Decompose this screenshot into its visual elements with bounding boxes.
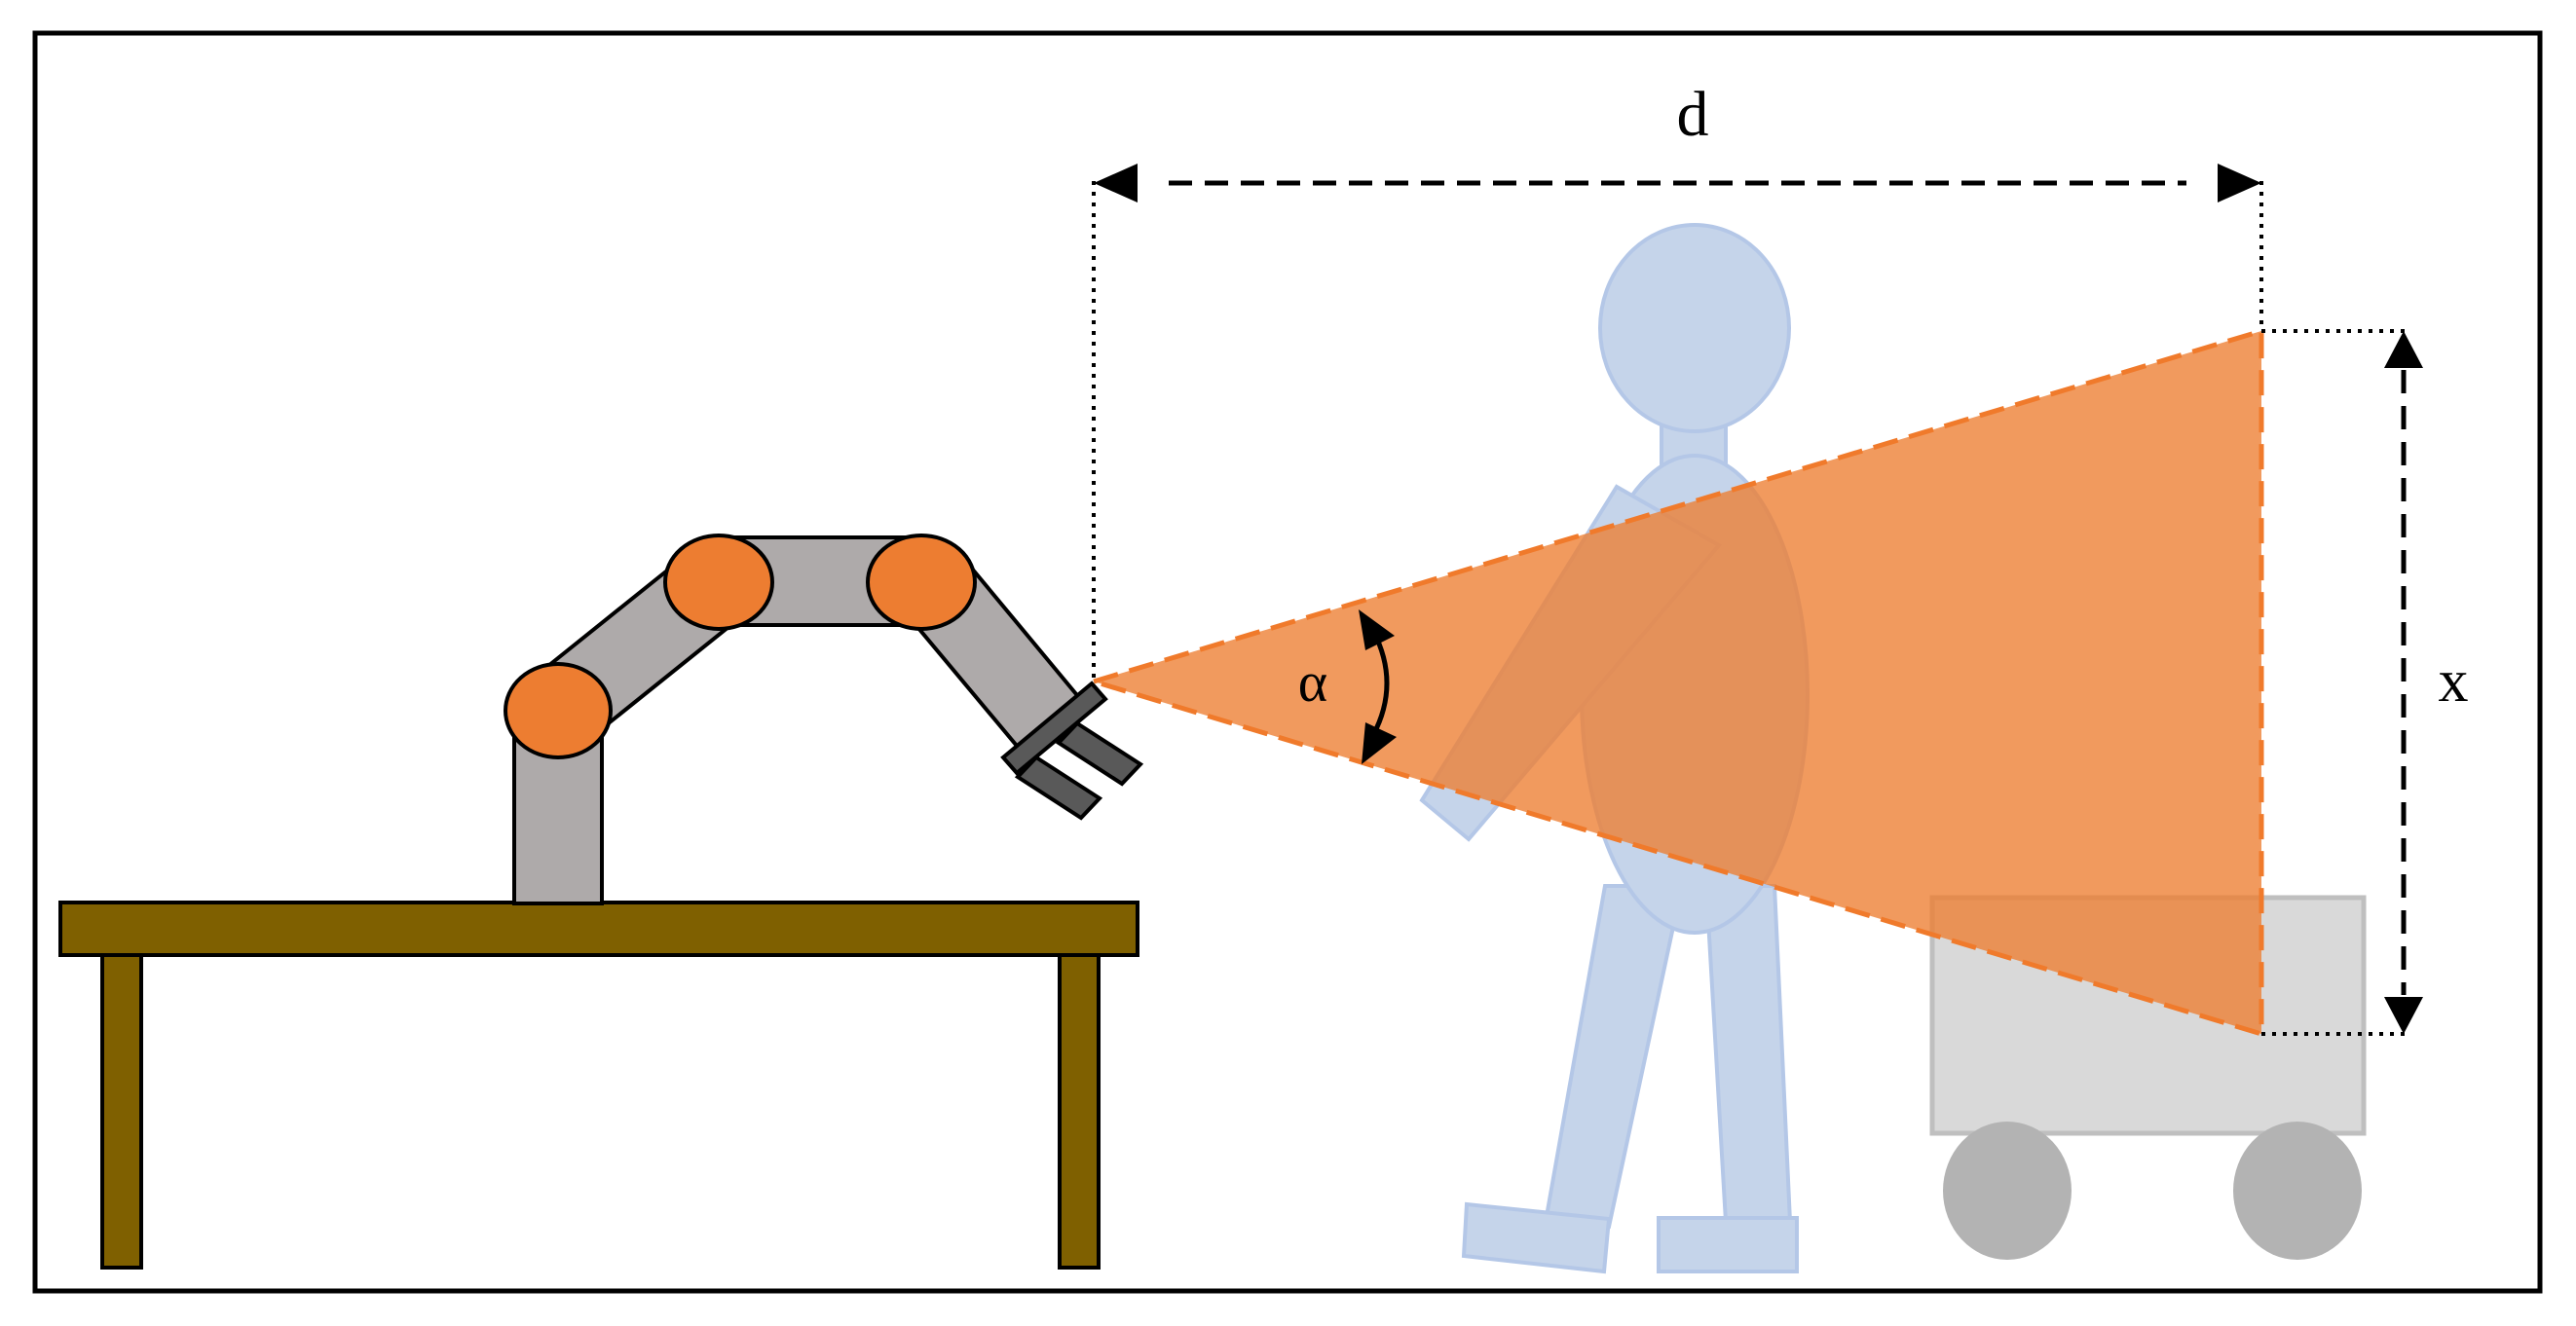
dimension-x: x	[2261, 329, 2469, 1036]
arrowhead-left	[1094, 164, 1138, 203]
human-head	[1598, 223, 1791, 433]
table	[58, 901, 1139, 1270]
human-foot-left	[1461, 1201, 1612, 1274]
robot-arm	[504, 534, 1144, 905]
gripper-finger-upper	[1055, 720, 1144, 787]
table-leg-left	[100, 952, 143, 1270]
robot-gripper	[1000, 681, 1144, 821]
arrowhead-bottom	[2384, 997, 2423, 1034]
human-foot-right	[1657, 1216, 1799, 1273]
robot-joint-wrist	[866, 534, 977, 631]
angle-arrowhead-top	[1359, 609, 1395, 650]
angle-alpha: α	[1298, 609, 1397, 764]
robot-joint-elbow	[663, 534, 774, 631]
dimension-d: d	[1092, 79, 2263, 681]
table-top	[58, 901, 1139, 957]
table-leg-right	[1058, 952, 1101, 1270]
cart-wheel-left	[1943, 1122, 2072, 1260]
arrowhead-top	[2384, 331, 2423, 368]
arrowhead-right	[2218, 164, 2261, 203]
width-label: x	[2439, 648, 2469, 715]
angle-arrowhead-bottom	[1362, 722, 1397, 764]
robot-joint-base	[504, 662, 613, 759]
gripper-finger-lower	[1014, 755, 1103, 821]
sensor-cone	[1085, 327, 2264, 1038]
gripper-base	[1000, 681, 1108, 776]
distance-label: d	[1677, 79, 1709, 150]
angle-label: α	[1298, 650, 1327, 714]
cart-wheel-right	[2233, 1122, 2362, 1260]
